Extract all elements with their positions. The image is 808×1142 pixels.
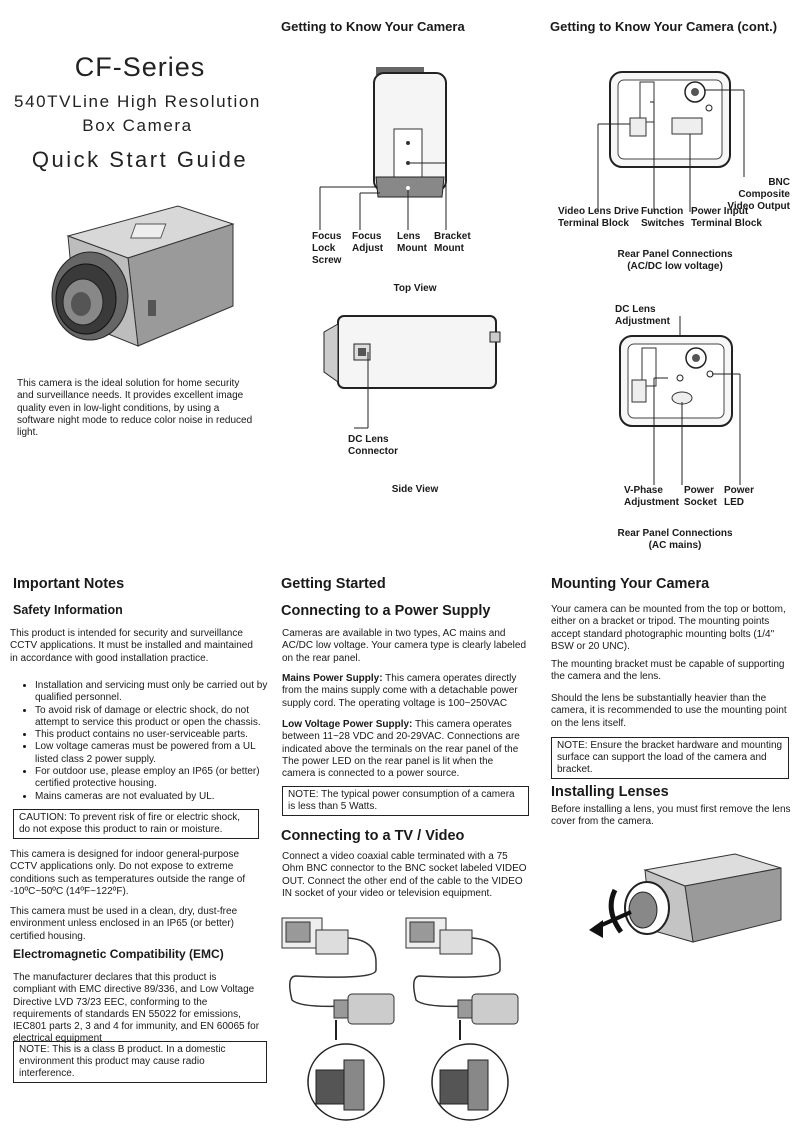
subtitle-line2: Box Camera (82, 116, 193, 135)
mains-paragraph: Mains Power Supply: This camera operates… (282, 673, 527, 710)
lv-label: Low Voltage Power Supply: (282, 719, 413, 730)
mounting-heading: Mounting Your Camera (551, 576, 710, 592)
caution-box: CAUTION: To prevent risk of fire or elec… (13, 809, 259, 839)
list-item: Installation and servicing must only be … (35, 680, 275, 705)
lens-text: Before installing a lens, you must first… (551, 804, 791, 828)
side-view-diagram (323, 315, 501, 429)
power-intro: Cameras are available in two types, AC m… (282, 628, 527, 664)
mains-label: Mains Power Supply: (282, 673, 383, 684)
rear-panel-ac-diagram (619, 316, 741, 485)
class-b-note: NOTE: This is a class B product. In a do… (13, 1041, 267, 1083)
side-view-caption: Side View (391, 484, 439, 495)
list-item: To avoid risk of damage or electric shoc… (35, 705, 275, 730)
lens-removal-illustration (589, 853, 782, 943)
list-item: This product contains no user-serviceabl… (35, 729, 275, 741)
list-item: Mains cameras are not evaluated by UL. (35, 791, 275, 803)
list-item: For outdoor use, please employ an IP65 (… (35, 766, 275, 791)
safety-intro: This product is intended for security an… (10, 628, 253, 664)
tv-heading: Connecting to a TV / Video (281, 828, 465, 844)
emc-heading: Electromagnetic Compatibility (EMC) (13, 947, 224, 961)
lv-text: This camera operates between 11~28 VDC a… (282, 719, 520, 755)
rear-panel-caption-2: Rear Panel Connections(AC mains) (617, 528, 733, 551)
list-item: Low voltage cameras must be powered from… (35, 741, 275, 766)
safety-bullets: Installation and servicing must only be … (15, 680, 275, 803)
led-text: The power LED on the rear panel is lit w… (282, 756, 494, 780)
mounting-note: NOTE: Ensure the bracket hardware and mo… (551, 737, 789, 779)
know-heading: Getting to Know Your Camera (281, 19, 465, 34)
getting-started-heading: Getting Started (281, 576, 386, 592)
tv-connection-illustration (281, 917, 519, 1121)
mounting-p1: Your camera can be mounted from the top … (551, 604, 786, 652)
camera-illustration (51, 205, 235, 347)
power-supply-heading: Connecting to a Power Supply (281, 603, 491, 619)
top-view-diagram (319, 67, 447, 230)
mains-text: This camera operates directly from the m… (282, 673, 518, 709)
emc-text: The manufacturer declares that this prod… (13, 972, 260, 1045)
intro-text: This camera is the ideal solution for ho… (17, 378, 253, 439)
tv-text: Connect a video coaxial cable terminated… (282, 851, 527, 899)
know-cont-heading: Getting to Know Your Camera (cont.) (550, 19, 778, 34)
top-view-caption: Top View (393, 283, 437, 294)
safety-heading: Safety Information (13, 603, 123, 617)
subtitle-line1: 540TVLine High Resolution (14, 92, 261, 111)
guide-title: Quick Start Guide (31, 147, 249, 172)
consumption-note: NOTE: The typical power consumption of a… (282, 786, 529, 816)
clean-text: This camera must be used in a clean, dry… (10, 906, 238, 942)
mounting-p3: Should the lens be substantially heavier… (551, 693, 787, 729)
indoor-text: This camera is designed for indoor gener… (10, 849, 246, 897)
low-voltage-paragraph: Low Voltage Power Supply: This camera op… (282, 719, 527, 756)
series-title: CF-Series (74, 52, 206, 82)
rear-panel-caption-1: Rear Panel Connections(AC/DC low voltage… (617, 249, 733, 272)
mounting-p2: The mounting bracket must be capable of … (551, 659, 785, 683)
rear-panel-dc-diagram (597, 71, 745, 212)
installing-lenses-heading: Installing Lenses (551, 784, 669, 800)
important-notes-heading: Important Notes (13, 576, 125, 592)
